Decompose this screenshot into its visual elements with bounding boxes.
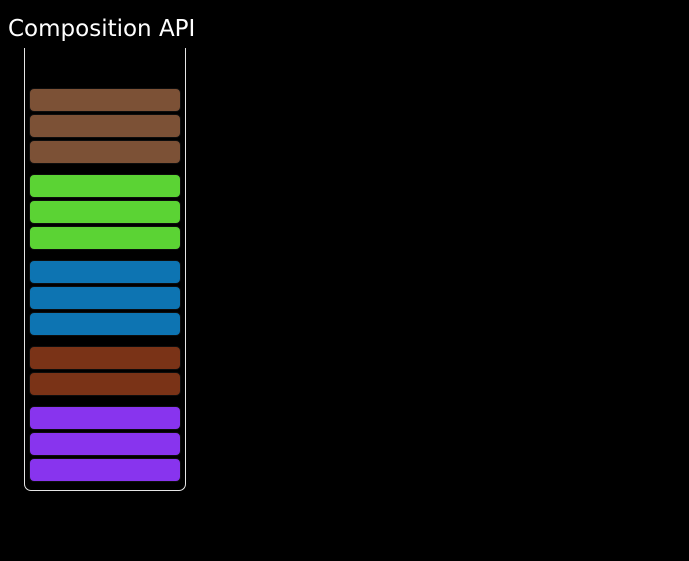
stacked-bar <box>29 372 181 396</box>
stacked-bar <box>29 432 181 456</box>
bar-group-3 <box>29 260 181 336</box>
stacked-bar <box>29 174 181 198</box>
stacked-bar <box>29 114 181 138</box>
stacked-bar <box>29 346 181 370</box>
stacked-bar <box>29 140 181 164</box>
bar-group-2 <box>29 174 181 250</box>
stacked-bar <box>29 226 181 250</box>
stacked-bar <box>29 286 181 310</box>
stacked-bar <box>29 200 181 224</box>
diagram-title: Composition API <box>8 16 196 42</box>
bar-group-5 <box>29 406 181 482</box>
stacked-bar <box>29 88 181 112</box>
bar-group-4 <box>29 346 181 396</box>
stacked-bar <box>29 260 181 284</box>
stacked-bar <box>29 406 181 430</box>
bar-group-1 <box>29 88 181 164</box>
component-frame <box>24 48 186 491</box>
stacked-bar <box>29 458 181 482</box>
stacked-bar <box>29 312 181 336</box>
